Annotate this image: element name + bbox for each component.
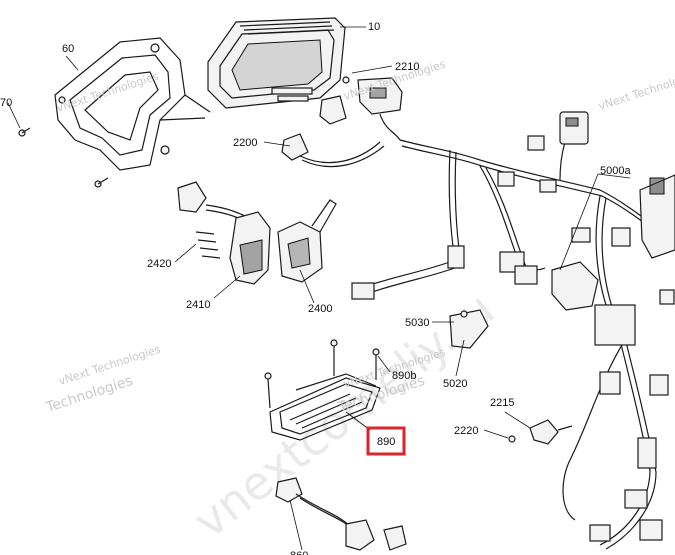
callout-70: 70	[0, 97, 12, 109]
callout-5000a: 5000a	[600, 165, 631, 177]
callout-2420: 2420	[147, 258, 171, 270]
svg-text:vNext Technologies: vNext Technologies	[597, 68, 675, 113]
callout-10: 10	[368, 21, 380, 33]
callout-2215: 2215	[490, 397, 514, 409]
switch-housing-2410	[229, 211, 271, 285]
callout-5020: 5020	[443, 378, 467, 390]
screw-70	[18, 127, 31, 137]
sensor-2210	[342, 76, 403, 141]
callout-5030: 5030	[405, 317, 429, 329]
callout-2400: 2400	[308, 303, 332, 315]
callout-60: 60	[62, 43, 74, 55]
callout-860: 860	[290, 550, 308, 555]
pins-2420	[195, 231, 221, 259]
tray-890	[269, 373, 381, 441]
harness-connectors	[351, 111, 675, 542]
harness-860	[275, 477, 407, 551]
svg-text:vNext Technologies: vNext Technologies	[55, 70, 160, 115]
callout-labels: 60 10 2210 70 2200 5000a 2420 2410 2400 …	[0, 21, 631, 555]
highlight-box	[366, 426, 406, 456]
callout-890: 890	[377, 436, 395, 448]
harness-5000a	[639, 174, 675, 259]
sensor-2215	[529, 419, 573, 445]
screw-bottom	[94, 177, 109, 188]
callout-2210: 2210	[395, 61, 419, 73]
display-cluster-10	[207, 17, 346, 109]
switch-2400	[277, 199, 337, 283]
callout-890b: 890b	[392, 370, 416, 382]
bracket-5020	[449, 309, 489, 349]
callout-2200: 2200	[233, 137, 257, 149]
bracket-60	[54, 37, 211, 171]
screw-2220	[508, 435, 516, 443]
screws-890b	[264, 339, 380, 409]
svg-text:Technologies: Technologies	[43, 373, 134, 416]
highlight-890: 890	[366, 426, 406, 456]
connector-2200	[281, 95, 385, 168]
leader-lines	[7, 26, 631, 551]
callout-2220: 2220	[454, 425, 478, 437]
callout-2410: 2410	[186, 299, 210, 311]
